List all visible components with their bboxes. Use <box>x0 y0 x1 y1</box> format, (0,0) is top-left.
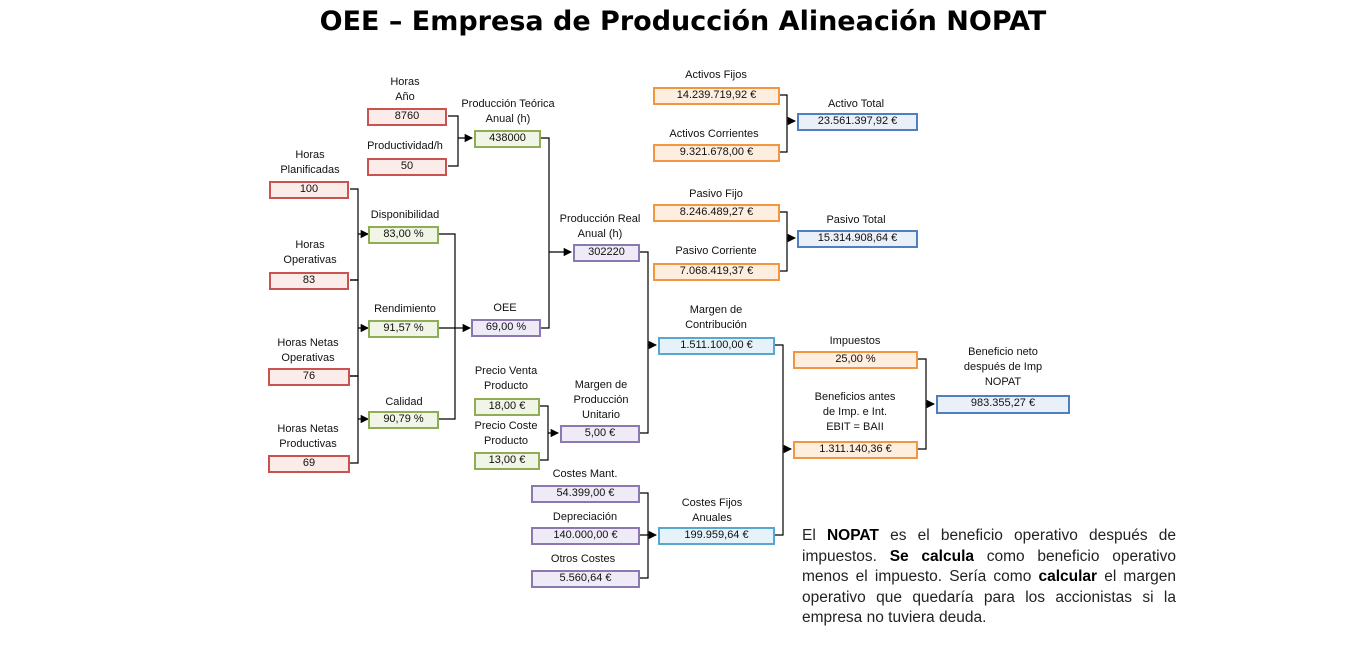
connector-margen-contribucion <box>640 251 656 434</box>
pasivo-total-label: Pasivo Total <box>826 214 886 226</box>
precio-venta-value: 18,00 € <box>474 398 540 416</box>
note-text-2: es el beneficio operativo después de imp… <box>802 527 1176 565</box>
horas-ano-value: 8760 <box>367 108 447 126</box>
horas-planificadas-value: 100 <box>269 181 349 199</box>
margen-contribucion-value: 1.511.100,00 € <box>658 337 775 355</box>
produccion-real-value: 302220 <box>573 244 640 262</box>
connector-teorica <box>448 115 472 167</box>
activos-corrientes-label: Activos Corrientes <box>669 128 759 140</box>
connector-calidad <box>350 375 368 464</box>
activos-fijos-label: Activos Fijos <box>685 69 747 81</box>
connector-activo-total <box>780 94 795 153</box>
connector-oee <box>439 233 470 420</box>
disponibilidad-value: 83,00 % <box>368 226 439 244</box>
produccion-teorica-value: 438000 <box>474 130 541 148</box>
connector-beneficios-antes <box>775 344 791 536</box>
connector-margen-produccion <box>540 405 558 461</box>
margen-produccion-value: 5,00 € <box>560 425 640 443</box>
connector-pasivo-total <box>780 211 795 272</box>
beneficio-neto-value: 983.355,27 € <box>936 395 1070 414</box>
costes-mant-label: Costes Mant. <box>552 468 618 480</box>
note-bold-nopat: NOPAT <box>826 527 879 544</box>
otros-costes-label: Otros Costes <box>550 553 616 565</box>
otros-costes-value: 5.560,64 € <box>531 570 640 588</box>
oee-value: 69,00 % <box>471 319 541 337</box>
connector-disponibilidad <box>350 188 368 281</box>
calidad-value: 90,79 % <box>368 411 439 429</box>
pasivo-fijo-value: 8.246.489,27 € <box>653 204 780 222</box>
horas-operativas-value: 83 <box>269 272 349 290</box>
rendimiento-value: 91,57 % <box>368 320 439 338</box>
horas-netas-productivas-value: 69 <box>268 455 350 473</box>
depreciacion-value: 140.000,00 € <box>531 527 640 545</box>
impuestos-label: Impuestos <box>829 335 881 347</box>
pasivo-total-value: 15.314.908,64 € <box>797 230 918 248</box>
rendimiento-label: Rendimiento <box>374 303 436 315</box>
horas-netas-operativas-value: 76 <box>268 368 350 386</box>
page-title: OEE – Empresa de Producción Alineación N… <box>319 6 1047 37</box>
note-text-3: como beneficio operativo menos el impues… <box>802 547 1176 586</box>
connector-rendimiento <box>350 279 368 377</box>
connector-costes-fijos <box>640 492 656 579</box>
depreciacion-label: Depreciación <box>552 511 618 523</box>
note-bold-se-calcula: Se calcula <box>889 547 974 565</box>
productividad-label: Productividad/h <box>367 140 443 152</box>
disponibilidad-label: Disponibilidad <box>370 209 440 221</box>
connector-beneficio-neto <box>918 358 934 450</box>
note-bold-calcular: calcular <box>1038 568 1098 585</box>
activos-corrientes-value: 9.321.678,00 € <box>653 144 780 162</box>
activos-fijos-value: 14.239.719,92 € <box>653 87 780 105</box>
connector-produccion-real <box>541 137 571 329</box>
costes-mant-value: 54.399,00 € <box>531 485 640 503</box>
pasivo-corriente-value: 7.068.419,37 € <box>653 263 780 281</box>
calidad-label: Calidad <box>385 396 423 408</box>
oee-label: OEE <box>493 302 517 314</box>
productividad-value: 50 <box>367 158 447 176</box>
pasivo-corriente-label: Pasivo Corriente <box>675 245 757 257</box>
impuestos-value: 25,00 % <box>793 351 918 369</box>
note-text-4: el margen operativo que quedaría para lo… <box>802 568 1176 626</box>
costes-fijos-value: 199.959,64 € <box>658 527 775 545</box>
activo-total-label: Activo Total <box>827 98 885 110</box>
nopat-explanation: El NOPAT es el beneficio operativo despu… <box>802 526 1176 629</box>
note-text-1: El <box>802 527 827 544</box>
pasivo-fijo-label: Pasivo Fijo <box>689 188 743 200</box>
activo-total-value: 23.561.397,92 € <box>797 113 918 131</box>
beneficios-antes-value: 1.311.140,36 € <box>793 441 918 459</box>
precio-coste-value: 13,00 € <box>474 452 540 470</box>
